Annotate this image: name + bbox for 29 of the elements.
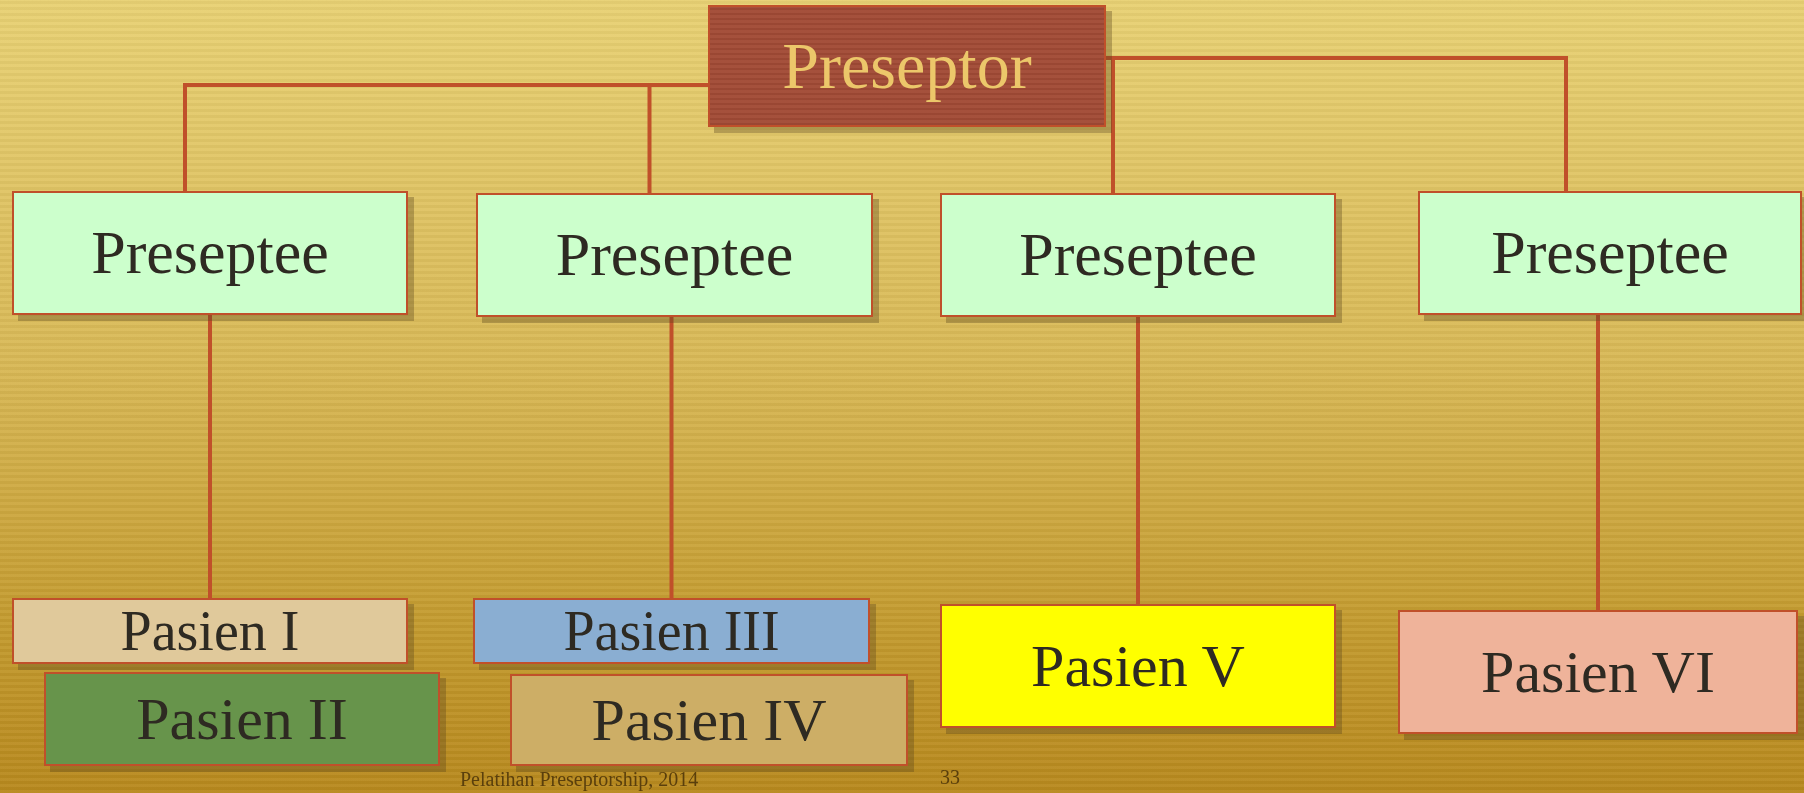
patient-box (510, 674, 908, 766)
connector-line (647, 83, 708, 193)
connector-line (669, 317, 674, 598)
member-box (12, 191, 408, 315)
node-label: Pasien II (136, 687, 348, 751)
node-label: Pasien I (120, 601, 300, 661)
node-label: Pasien IV (591, 688, 827, 752)
node-label: Preseptor (782, 31, 1032, 101)
node-label: Preseptee (91, 220, 329, 286)
page-number: 33 (940, 766, 960, 789)
node-label: Preseptee (1019, 222, 1257, 288)
member-box (476, 193, 873, 317)
node-label: Preseptee (555, 222, 794, 288)
patient-box (12, 598, 408, 664)
patient-box (44, 672, 440, 766)
member-box (1418, 191, 1802, 315)
connector-line (208, 315, 212, 598)
node-label: Pasien VI (1481, 640, 1715, 704)
patient-box (473, 598, 870, 664)
node-label: Pasien III (563, 601, 780, 661)
patient-box (940, 604, 1336, 728)
connector-line (1596, 315, 1600, 610)
footer-text: Pelatihan Preseptorship, 2014 (460, 768, 699, 791)
patient-box (1398, 610, 1798, 734)
node-label: Pasien V (1031, 634, 1245, 698)
root-box (708, 5, 1106, 127)
node-label: Preseptee (1491, 220, 1729, 286)
connector-line (1136, 317, 1140, 604)
member-box (940, 193, 1336, 317)
